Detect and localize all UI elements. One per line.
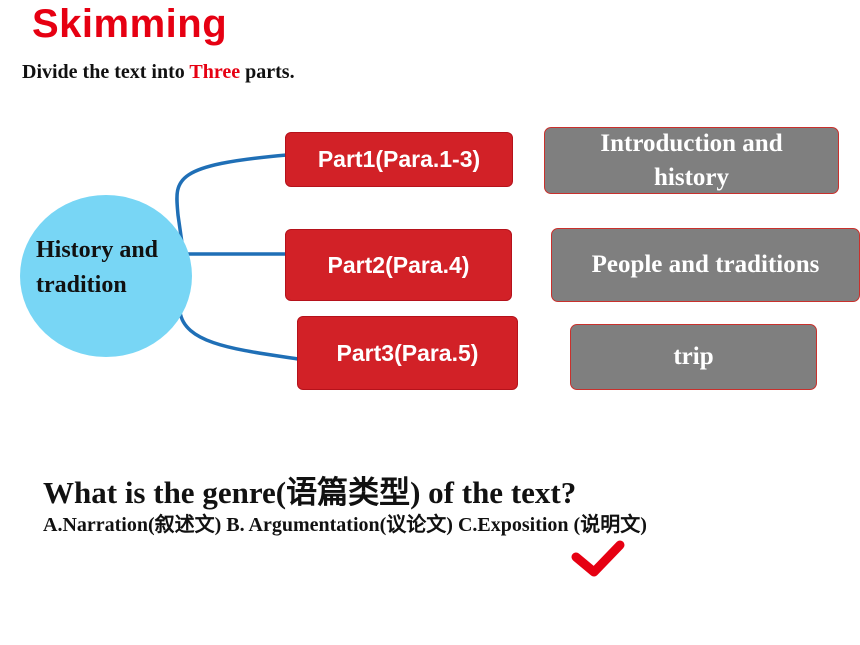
genre-question: What is the genre(语篇类型) of the text?: [43, 475, 577, 510]
center-topic: History and tradition: [36, 233, 158, 303]
part3-summary: trip: [570, 324, 817, 390]
instruction-after: parts.: [240, 61, 295, 83]
part1-summary-line1: Introduction and: [600, 129, 783, 157]
instruction-before: Divide the text into: [22, 61, 190, 83]
connector-part1: [175, 153, 288, 251]
part1-summary: Introduction and history: [544, 127, 839, 194]
part3-box: Part3(Para.5): [297, 316, 518, 390]
connector-part3: [178, 249, 299, 361]
topic-circle: [20, 195, 192, 357]
slide-title: Skimming: [32, 2, 228, 46]
instruction-highlight: Three: [189, 61, 241, 83]
instruction-text: Divide the text into Three parts.: [22, 61, 295, 84]
part1-summary-line2: history: [654, 163, 729, 191]
part2-box: Part2(Para.4): [285, 229, 512, 301]
part2-summary: People and traditions: [551, 228, 860, 302]
genre-options: A.Narration(叙述文) B. Argumentation(议论文) C…: [43, 514, 647, 536]
center-topic-line1: History and: [36, 237, 159, 263]
check-icon: [571, 540, 625, 577]
part1-box: Part1(Para.1-3): [285, 132, 513, 187]
center-topic-line2: tradition: [36, 272, 127, 298]
